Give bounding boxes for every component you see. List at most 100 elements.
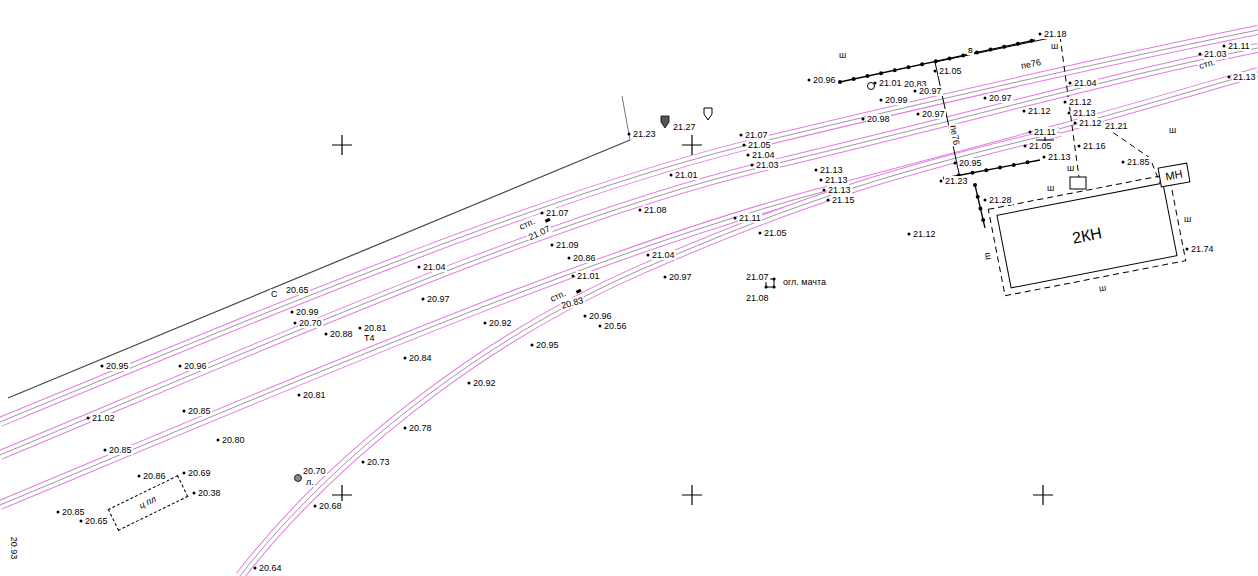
survey-point — [183, 472, 186, 475]
elevation-label: 21.13 — [824, 175, 849, 185]
track-bed — [0, 72, 1258, 505]
fence-posts — [975, 185, 985, 228]
well-symbol — [295, 475, 302, 482]
survey-point — [1223, 45, 1226, 48]
elevation-label: 20.93 — [9, 536, 19, 561]
elevation-label: 20.81 — [363, 323, 388, 333]
elevation-label: 21.74 — [1190, 244, 1215, 254]
survey-point — [984, 199, 987, 202]
survey-point — [572, 275, 575, 278]
elevation-label: 21.08 — [745, 293, 770, 303]
elevation-label: 21.01 — [878, 78, 903, 88]
survey-point — [87, 417, 90, 420]
survey-point — [57, 511, 60, 514]
elevation-label: 21.08 — [643, 205, 668, 215]
survey-point — [815, 169, 818, 172]
survey-point — [484, 322, 487, 325]
elevation-label: 21.04 — [422, 262, 447, 272]
elevation-label: 21.23 — [944, 176, 969, 186]
survey-point — [1122, 161, 1125, 164]
post-mark — [545, 218, 551, 223]
elevation-label: пе76 — [1019, 57, 1042, 71]
survey-point — [1039, 33, 1042, 36]
elevation-label: 20.97 — [668, 272, 693, 282]
survey-point — [1186, 248, 1189, 251]
elevation-label: 21.01 — [576, 271, 601, 281]
survey-point — [551, 244, 554, 247]
elevation-label: 21.12 — [912, 229, 937, 239]
elevation-label: 21.27 — [672, 122, 697, 132]
node-label: ц пл — [138, 495, 158, 512]
elevation-label: 21.85 — [1126, 157, 1151, 167]
survey-point — [1078, 145, 1081, 148]
elevation-label: 20.65 — [285, 285, 310, 295]
elevation-label: 21.07 — [745, 272, 770, 282]
survey-point — [468, 382, 471, 385]
survey-point — [908, 233, 911, 236]
rail — [0, 72, 1258, 505]
post-mark — [576, 289, 582, 294]
elevation-label: 20.88 — [329, 329, 354, 339]
survey-point — [880, 99, 883, 102]
track-axis — [0, 72, 1258, 505]
elevation-label: 21.05 — [763, 228, 788, 238]
survey-point — [917, 113, 920, 116]
elevation-label: Т4 — [363, 333, 376, 343]
elevation-label: 20.69 — [187, 468, 212, 478]
survey-point — [183, 410, 186, 413]
elevation-label: 21.03 — [1203, 49, 1228, 59]
survey-point — [294, 322, 297, 325]
track-axis — [240, 132, 1060, 576]
survey-point — [291, 311, 294, 314]
survey-point — [568, 257, 571, 260]
elevation-label: 20.86 — [572, 253, 597, 263]
survey-point — [314, 505, 317, 508]
elevation-label: 20.86 — [142, 471, 167, 481]
elevation-label: 21.04 — [1073, 78, 1098, 88]
elevation-label: 21.13 — [1047, 152, 1072, 162]
survey-point — [101, 365, 104, 368]
survey-point — [759, 232, 762, 235]
node-label: 2КН — [1071, 224, 1104, 247]
elevation-label: 21.13 — [827, 185, 852, 195]
pin-symbol — [661, 116, 669, 128]
survey-point — [1064, 101, 1067, 104]
survey-point — [298, 394, 301, 397]
survey-point — [404, 357, 407, 360]
survey-point — [422, 298, 425, 301]
elevation-label: С — [270, 289, 279, 299]
elevation-label: 21.05 — [747, 140, 772, 150]
survey-point — [628, 133, 631, 136]
elevation-label: 20.56 — [603, 321, 628, 331]
survey-point — [664, 276, 667, 279]
equipment-box: МН — [1157, 163, 1190, 188]
elevation-label: ш — [1050, 41, 1059, 51]
node-label: МН — [1165, 168, 1184, 183]
elevation-label: 20.95 — [958, 158, 983, 168]
boundary-line — [935, 62, 960, 178]
survey-point — [193, 492, 196, 495]
elevation-label: 21.13 — [1232, 72, 1257, 82]
survey-point — [862, 118, 865, 121]
elevation-label: огл. мачта — [782, 277, 827, 287]
survey-point — [1043, 156, 1046, 159]
elevation-label: ш — [1183, 214, 1192, 224]
elevation-label: 21.12 — [1078, 118, 1103, 128]
elevation-label: 21.12 — [1068, 97, 1093, 107]
survey-point — [639, 209, 642, 212]
survey-point — [217, 439, 220, 442]
elevation-label: 21.18 — [1043, 29, 1068, 39]
survey-point — [914, 90, 917, 93]
survey-point — [404, 427, 407, 430]
survey-point — [808, 79, 811, 82]
survey-point — [1029, 131, 1032, 134]
elevation-label: ш — [1066, 163, 1075, 173]
elevation-label: пе76 — [948, 123, 962, 146]
elevation-label: 20.95 — [105, 361, 130, 371]
boundary-dashed — [1105, 127, 1162, 188]
elevation-label: 20.68 — [318, 501, 343, 511]
survey-point — [747, 154, 750, 157]
elevation-label: 21.13 — [1072, 108, 1097, 118]
survey-point — [1069, 82, 1072, 85]
elevation-label: 21.07 — [545, 208, 570, 218]
